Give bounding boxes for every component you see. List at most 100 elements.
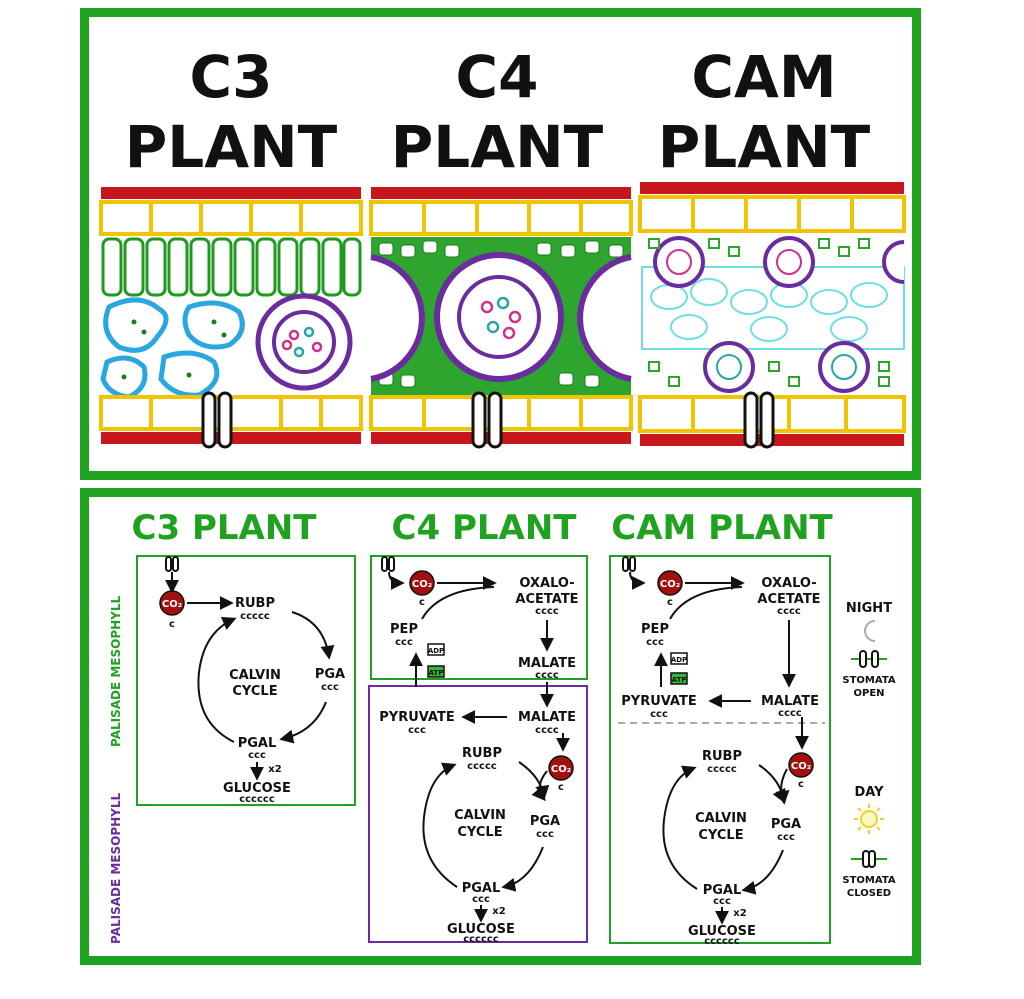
cam-pep-c: ccc: [646, 637, 664, 648]
cam-adp-battery: [670, 652, 688, 665]
cam-glucose-c: cccccc: [704, 936, 740, 947]
c3-co2-c: c: [169, 619, 175, 630]
c4-bundle-sheath-right: [577, 254, 632, 382]
cam-cuticle-top: [640, 182, 904, 194]
c3-palisade-cells: [101, 237, 362, 297]
sun-icon: [854, 804, 884, 834]
cam-pathway-title: CAM PLANT: [611, 508, 833, 548]
c4-calvin-1: CALVIN: [454, 808, 506, 823]
c3-box: [136, 555, 356, 806]
c3-stoma: [201, 391, 233, 449]
c4-co2-c-bottom: c: [558, 782, 564, 793]
c3-rubp-c: ccccc: [240, 611, 270, 622]
cam-bundle-bottom-right: [818, 341, 870, 393]
c4-malate-top: MALATE: [518, 656, 576, 671]
cam-bundle-top-left: [653, 236, 705, 288]
cam-rubp: RUBP: [702, 749, 742, 764]
c3-glucose-c: cccccc: [239, 794, 275, 805]
c3-pathway-title: C3 PLANT: [132, 508, 318, 548]
c4-pyruvate-c: ccc: [408, 725, 426, 736]
c4-rubp-c: ccccc: [467, 761, 497, 772]
c3-pgal: PGAL: [238, 736, 277, 751]
c4-oxalo-1: OXALO-: [519, 576, 574, 591]
cam-upper-epidermis: [638, 195, 906, 233]
cam-glucose: GLUCOSE: [688, 924, 756, 939]
c3-pga-c: ccc: [321, 682, 339, 693]
c3-title-line2: PLANT: [125, 113, 338, 181]
c4-pgal-c: ccc: [472, 894, 490, 905]
cam-adp-label: ADP: [671, 656, 687, 664]
c4-pathway-title: C4 PLANT: [392, 508, 578, 548]
stomata-open-line2: OPEN: [853, 688, 884, 699]
c3-co2-label: CO₂: [162, 599, 182, 610]
cam-bundle-top-right: [882, 240, 905, 284]
c3-upper-epidermis: [99, 200, 363, 236]
stomata-open-line1: STOMATA: [842, 675, 895, 686]
stomata-closed-line2: CLOSED: [847, 888, 891, 899]
cam-pyruvate: PYRUVATE: [621, 694, 697, 709]
pathway-svg: C3 PLANT C4 PLANT CAM PLANT PALISADE MES…: [109, 508, 896, 947]
cam-pga: PGA: [771, 817, 801, 832]
c3-co2-circle: [159, 590, 185, 616]
c3-title-line1: C3: [190, 43, 273, 111]
cam-rubp-c: ccccc: [707, 764, 737, 775]
c4-mesophyll-cells: [378, 240, 624, 388]
cam-stoma: [743, 391, 775, 449]
cam-bundle-top-center: [763, 236, 815, 288]
c4-leaf-section: [369, 187, 633, 449]
c3-rubp: RUBP: [235, 596, 275, 611]
cam-malate: MALATE: [761, 694, 819, 709]
c4-malate-top-c: cccc: [535, 670, 559, 681]
c4-mesophyll-box: [370, 555, 588, 680]
c4-stoma-icon: [381, 556, 395, 572]
c4-adp-battery: [427, 643, 445, 656]
c4-malate-bottom: MALATE: [518, 710, 576, 725]
cam-calvin-1: CALVIN: [695, 811, 747, 826]
c4-co2-c-top: c: [419, 597, 425, 608]
cam-atp-battery: [670, 672, 688, 685]
cam-co2-circle-top: [657, 570, 683, 596]
stomata-closed-icon: [851, 850, 887, 868]
c4-pep: PEP: [390, 622, 418, 637]
cam-co2-circle-bottom: [788, 752, 814, 778]
cam-mesophyll-cells: [648, 238, 890, 387]
cam-box: [609, 555, 831, 944]
cam-pyruvate-c: ccc: [650, 709, 668, 720]
c4-pep-c: ccc: [395, 637, 413, 648]
night-day-legend: NIGHT STOMATA OPEN DAY STOM: [842, 601, 895, 899]
cam-calvin-2: CYCLE: [698, 828, 743, 843]
cam-title-line1: CAM: [691, 43, 836, 111]
day-label: DAY: [854, 785, 884, 800]
c3-vascular-bundle: [255, 293, 353, 391]
cam-spongy-cells: [650, 278, 888, 342]
c4-bundle-sheath-box: [368, 685, 588, 943]
c3-calvin-2: CYCLE: [232, 684, 277, 699]
c4-pgal: PGAL: [462, 881, 501, 896]
c4-stoma: [471, 391, 503, 449]
c4-co2-circle-top: [409, 570, 435, 596]
c3-stoma-icon: [165, 556, 179, 572]
leaf-anatomy-panel: C3 PLANT C4 PLANT CAM PLANT: [80, 8, 921, 480]
c3-pgal-c: ccc: [248, 750, 266, 761]
cam-pep: PEP: [641, 622, 669, 637]
c3-cuticle-top: [101, 187, 361, 199]
moon-icon: [864, 620, 876, 642]
c4-pga-c: ccc: [536, 829, 554, 840]
c3-calvin-1: CALVIN: [229, 668, 281, 683]
c4-title-line2: PLANT: [391, 113, 604, 181]
c3-leaf-section: [99, 187, 363, 449]
c4-bundle-sheath-left: [370, 254, 425, 382]
green-side-label: PALISADE MESOPHYLL: [109, 595, 123, 747]
cam-bundle-bottom-left: [703, 341, 755, 393]
c4-rubp: RUBP: [462, 746, 502, 761]
cam-stoma-icon: [622, 556, 636, 572]
cam-co2-c-bottom: c: [798, 779, 804, 790]
c3-pga: PGA: [315, 667, 345, 682]
cam-x2: x2: [733, 908, 746, 919]
c3-glucose: GLUCOSE: [223, 781, 291, 796]
c4-oxalo-2: ACETATE: [515, 592, 578, 607]
c4-x2: x2: [492, 906, 505, 917]
c4-pyruvate: PYRUVATE: [379, 710, 455, 725]
cam-pgal-c: ccc: [713, 896, 731, 907]
c4-oxalo-c: cccc: [535, 606, 559, 617]
